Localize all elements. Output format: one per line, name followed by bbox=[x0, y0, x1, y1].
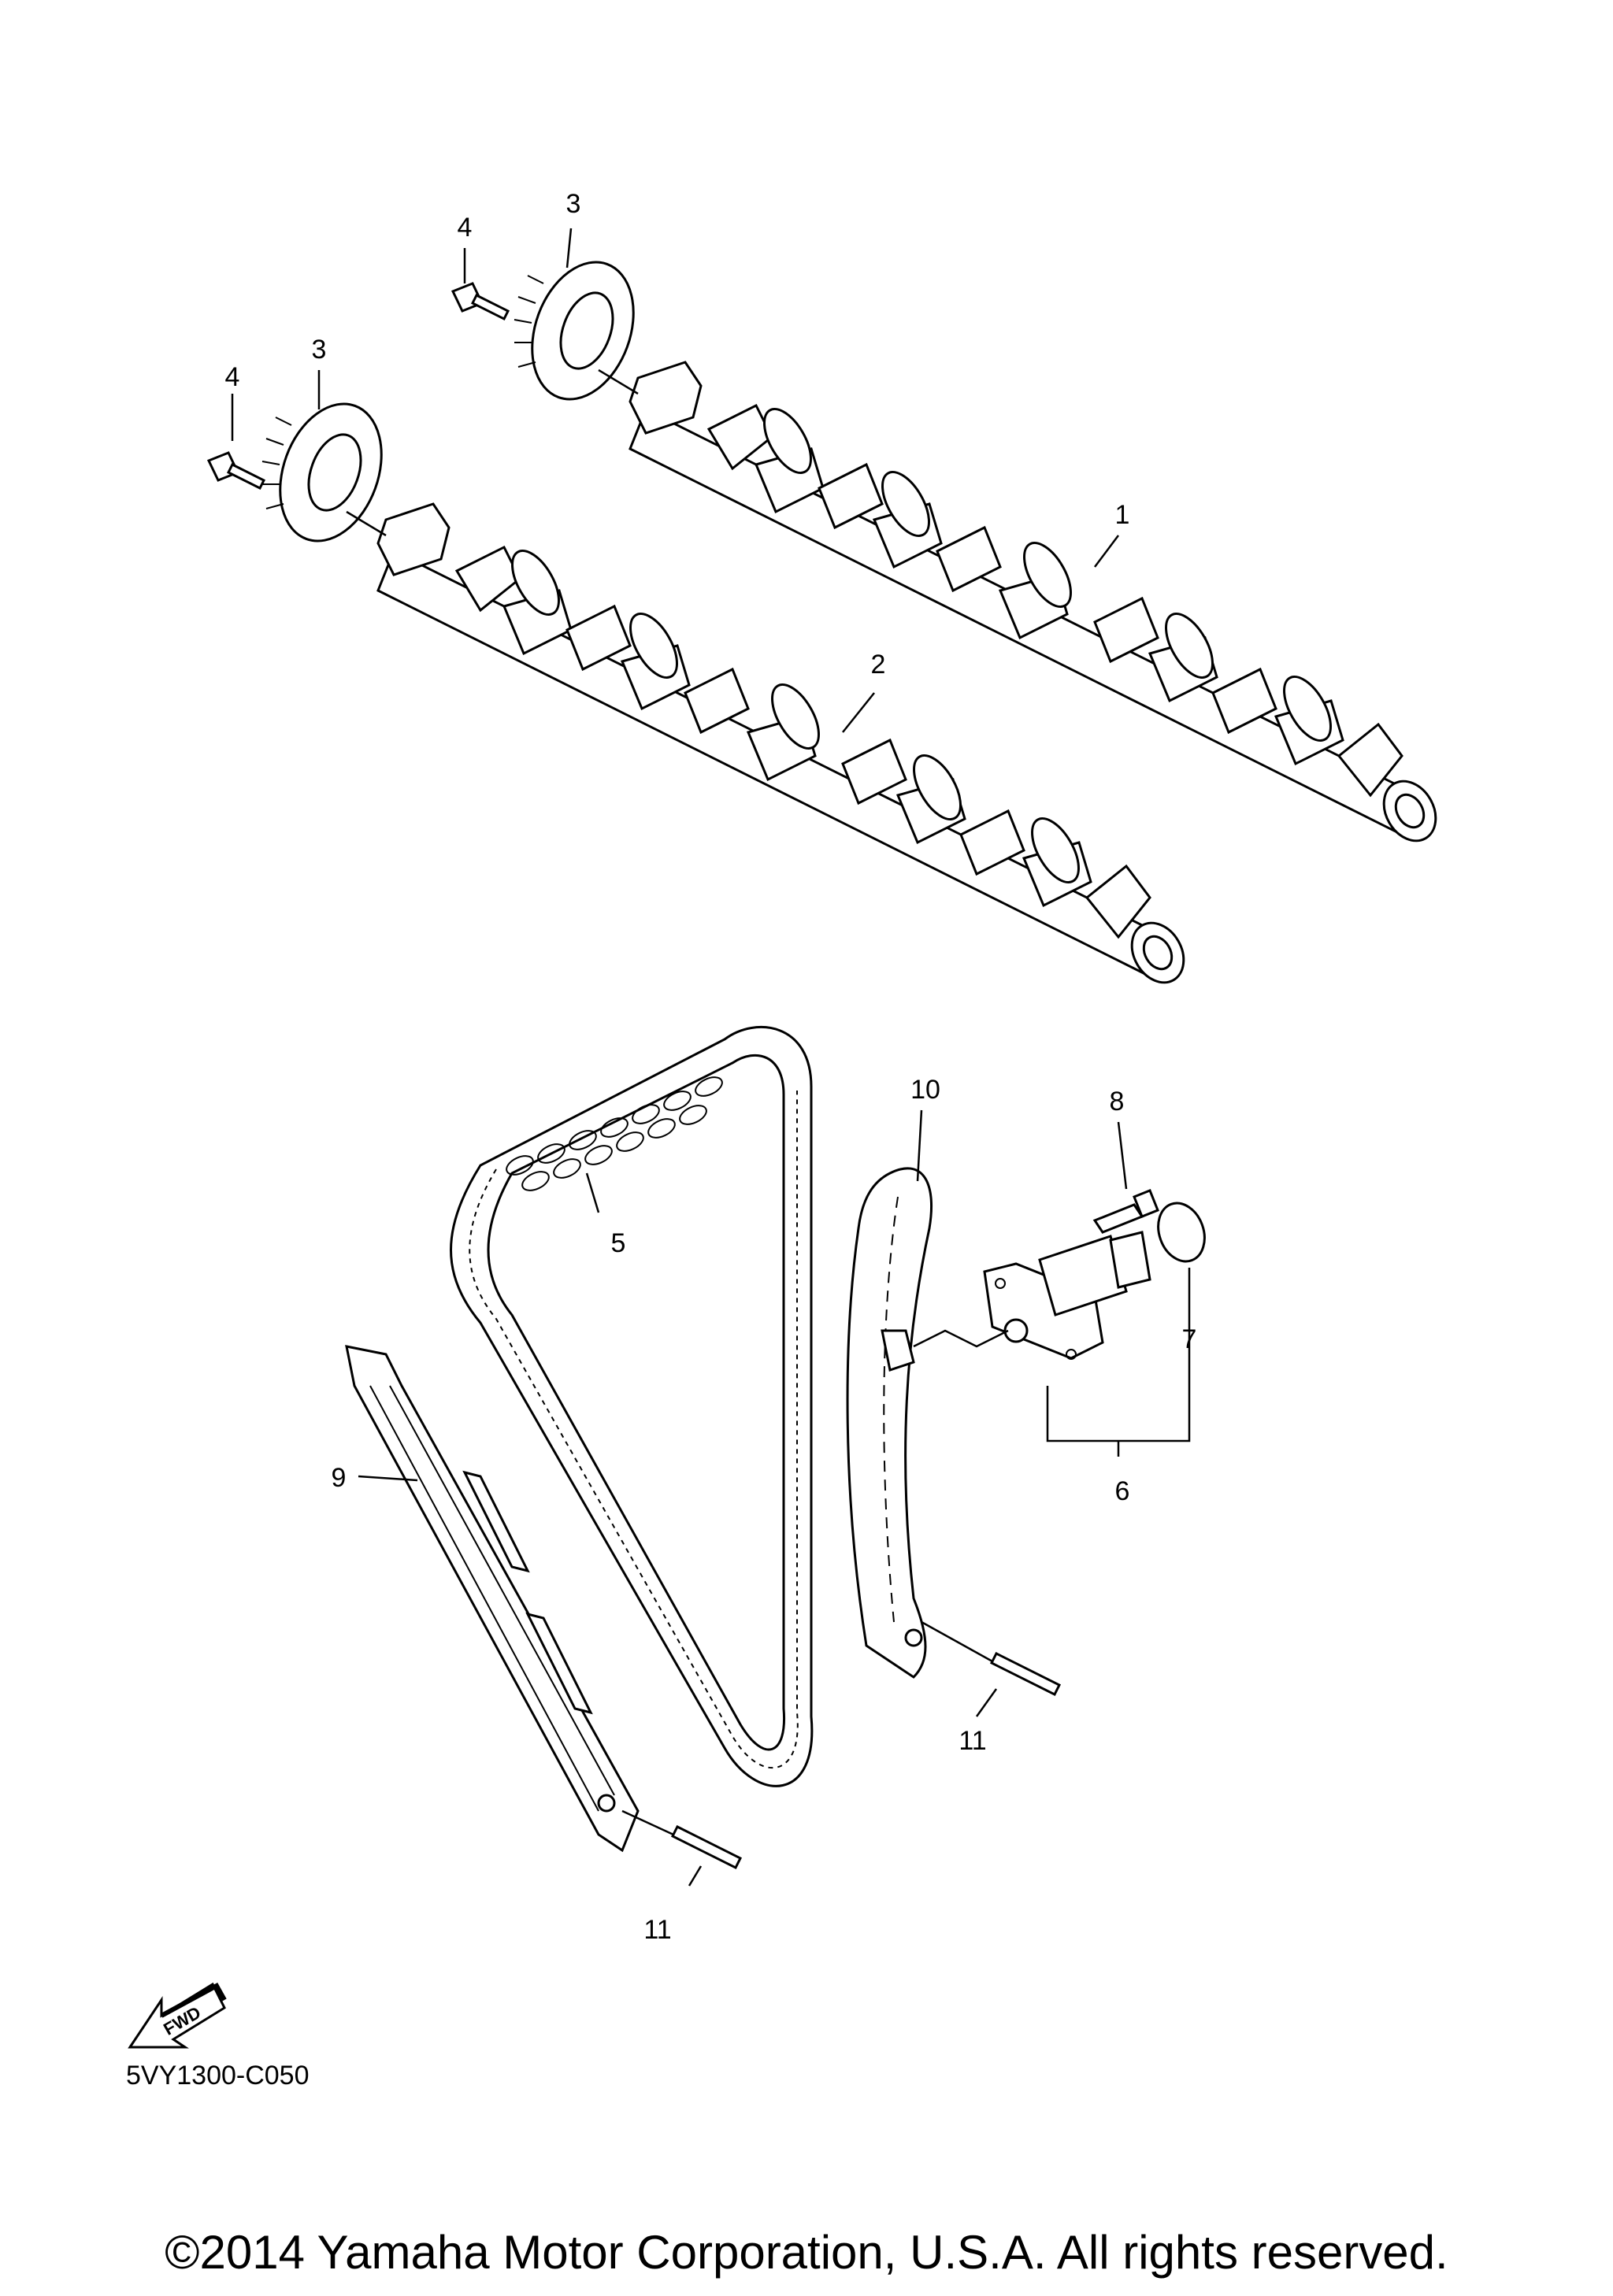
callout-1: 1 bbox=[1115, 500, 1130, 530]
callout-11-upper: 11 bbox=[959, 1726, 986, 1756]
diagram-code: 5VY1300-C050 bbox=[126, 2061, 310, 2090]
callout-2: 2 bbox=[871, 650, 886, 680]
copyright-notice: ©2014 Yamaha Motor Corporation, U.S.A. A… bbox=[165, 2226, 1448, 2279]
callout-9: 9 bbox=[332, 1463, 347, 1493]
tensioner-bolt[interactable] bbox=[1092, 1189, 1159, 1234]
camshaft-2[interactable] bbox=[376, 502, 1194, 992]
callout-6: 6 bbox=[1115, 1476, 1130, 1506]
o-ring[interactable] bbox=[1151, 1197, 1213, 1268]
bolt-upper[interactable] bbox=[451, 282, 510, 321]
fwd-arrow-icon: FWD bbox=[128, 1982, 227, 2049]
pin-lower[interactable] bbox=[621, 1809, 743, 1870]
sprocket-upper[interactable] bbox=[514, 248, 651, 413]
pin-upper[interactable] bbox=[921, 1620, 1062, 1697]
callout-7: 7 bbox=[1182, 1324, 1197, 1354]
chain-guide-9[interactable] bbox=[345, 1345, 640, 1853]
callout-5: 5 bbox=[611, 1228, 626, 1258]
leader-lines bbox=[231, 228, 1191, 1887]
callout-10: 10 bbox=[910, 1075, 940, 1105]
sprocket-lower[interactable] bbox=[261, 390, 399, 555]
chain-guide-10[interactable] bbox=[846, 1167, 933, 1679]
callout-3-upper: 3 bbox=[566, 189, 581, 219]
callout-11-lower: 11 bbox=[643, 1915, 671, 1945]
cam-chain-tensioner[interactable] bbox=[913, 1231, 1151, 1360]
camshaft-1[interactable] bbox=[629, 361, 1446, 850]
callout-4-lower: 4 bbox=[225, 362, 240, 392]
callout-4-upper: 4 bbox=[458, 213, 473, 243]
timing-chain[interactable] bbox=[450, 1025, 814, 1787]
callout-3-lower: 3 bbox=[312, 335, 327, 365]
bolt-lower[interactable] bbox=[206, 451, 266, 491]
callout-8: 8 bbox=[1110, 1087, 1125, 1117]
